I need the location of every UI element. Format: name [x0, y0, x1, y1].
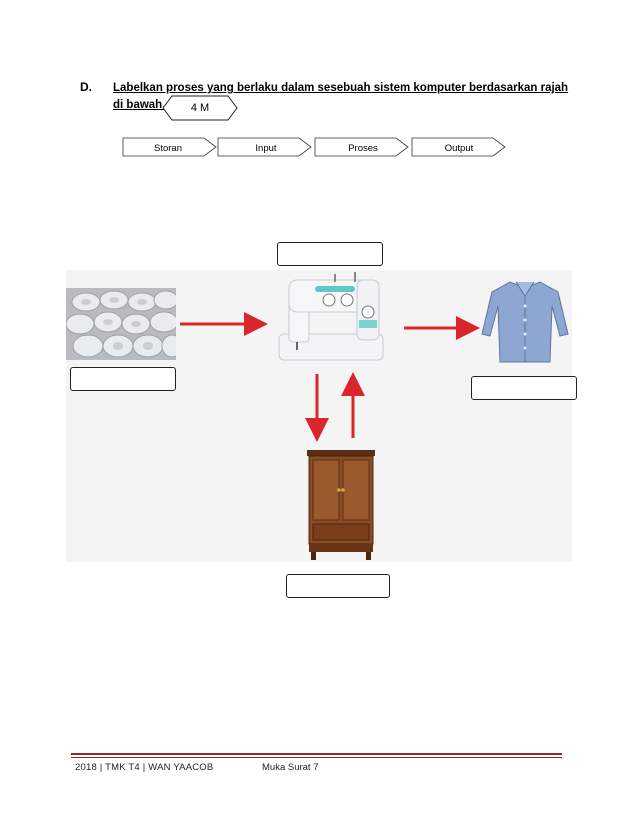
- answer-box-output[interactable]: [471, 376, 577, 400]
- question-number: D.: [80, 80, 92, 94]
- option-output: Output: [411, 137, 506, 157]
- option-label: Output: [445, 143, 474, 154]
- footer-text: 2018 | TMK T4 | WAN YAACOB: [75, 762, 214, 773]
- option-label: Proses: [348, 143, 378, 154]
- marks-hexagon-shape: [162, 95, 238, 121]
- footer-rule: [71, 753, 562, 755]
- option-label: Input: [255, 143, 276, 154]
- sewing-machine-image: [278, 272, 384, 361]
- fabric-rolls-image: [66, 288, 176, 360]
- wardrobe-image: [307, 450, 375, 560]
- answer-options: Storan Input Proses Output: [122, 137, 506, 157]
- answer-box-process[interactable]: [277, 242, 383, 266]
- footer-page-number: Muka Surat 7: [262, 762, 319, 773]
- option-label: Storan: [154, 143, 182, 154]
- footer-rule-thin: [71, 757, 562, 758]
- answer-box-storage[interactable]: [286, 574, 390, 598]
- shirt-image: [481, 281, 569, 363]
- option-proses: Proses: [314, 137, 409, 157]
- answer-box-input[interactable]: [70, 367, 176, 391]
- option-input: Input: [217, 137, 312, 157]
- marks-label: 4 M: [190, 102, 210, 114]
- question-text: Labelkan proses yang berlaku dalam seseb…: [113, 82, 569, 111]
- option-storan: Storan: [122, 137, 217, 157]
